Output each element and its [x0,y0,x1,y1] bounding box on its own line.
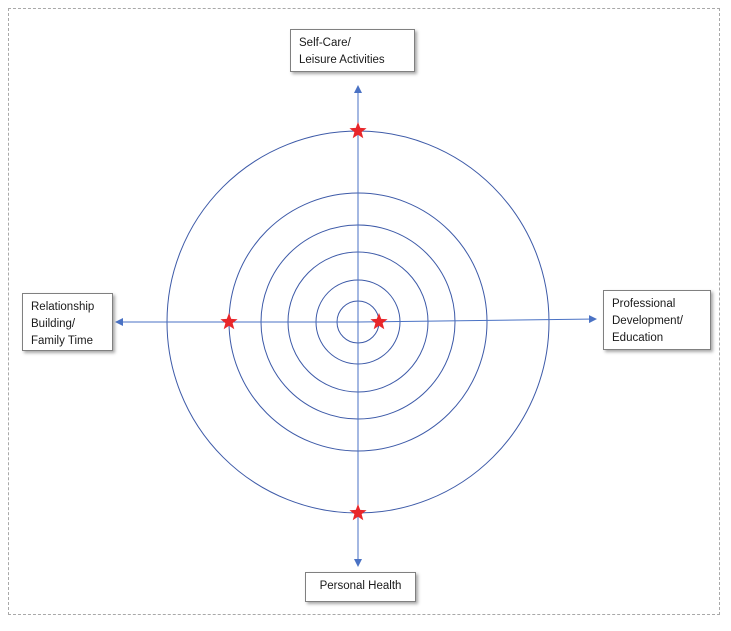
axis-label-right: Professional Development/ Education [603,290,711,350]
axis-arrow-right [357,315,597,324]
star-marker-bottom [349,504,367,521]
axis-label-bottom: Personal Health [305,572,416,602]
axis-label-top: Self-Care/ Leisure Activities [290,29,415,72]
axes [115,85,597,567]
markers [220,122,388,521]
axis-label-left: Relationship Building/ Family Time [22,293,113,351]
star-marker-left [220,313,238,330]
star-marker-top [349,122,367,139]
diagram-frame [8,8,720,615]
star-marker-right [370,313,388,330]
